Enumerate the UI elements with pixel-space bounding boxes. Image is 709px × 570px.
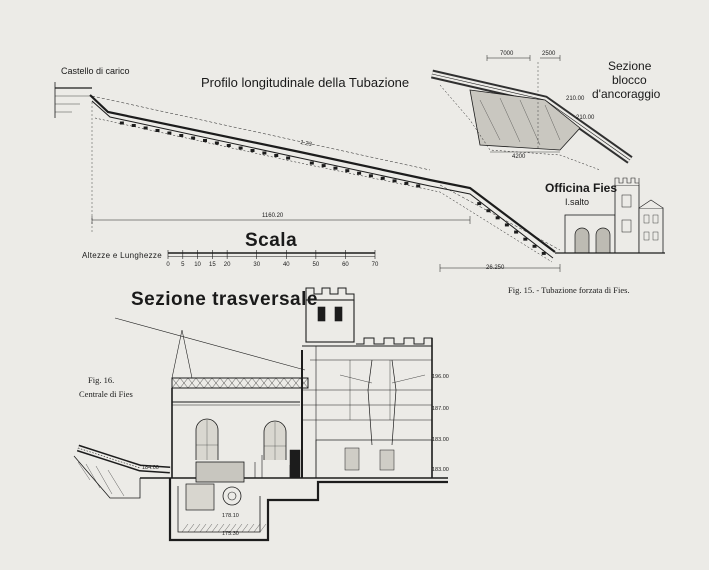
penstock-support bbox=[131, 124, 136, 127]
penstock-support bbox=[274, 154, 279, 157]
penstock-support bbox=[416, 184, 421, 188]
scale-tick-label: 30 bbox=[253, 262, 261, 268]
profile-dim-length: 1160.20 bbox=[262, 213, 284, 219]
elevation-label: 187.00 bbox=[432, 406, 449, 412]
cross-section bbox=[73, 287, 448, 542]
anchor-dim-4: 210.00 bbox=[566, 96, 585, 102]
transformer-room bbox=[315, 439, 433, 479]
generator-wheel bbox=[222, 486, 242, 506]
penstock-support bbox=[523, 237, 528, 241]
crane-truss bbox=[171, 377, 309, 389]
penstock-support bbox=[392, 179, 397, 183]
penstock-support bbox=[309, 161, 314, 165]
elevation-label: 196.00 bbox=[432, 374, 449, 380]
anchor-title-3: d'ancoraggio bbox=[592, 87, 661, 101]
anchor-block-section bbox=[430, 55, 633, 171]
penstock-support bbox=[404, 181, 409, 185]
penstock-support bbox=[262, 151, 267, 155]
penstock-support bbox=[286, 156, 291, 160]
fig16-caption-1: Fig. 16. bbox=[88, 375, 115, 385]
tower-body bbox=[305, 299, 355, 343]
penstock-support bbox=[214, 141, 219, 145]
elevation-label: 184.00 bbox=[142, 465, 159, 471]
penstock-support bbox=[333, 166, 338, 170]
anchor-dim-1: 7000 bbox=[500, 51, 514, 57]
plant-title-2: I.salto bbox=[565, 197, 590, 207]
elevation-label: 183.00 bbox=[432, 437, 449, 443]
penstock-support bbox=[486, 209, 491, 213]
penstock-upper bbox=[89, 94, 556, 253]
scale-tick-label: 15 bbox=[209, 262, 216, 268]
scale-tick-label: 0 bbox=[166, 262, 170, 268]
penstock-support bbox=[238, 146, 243, 150]
crane-stay-cable bbox=[114, 317, 306, 371]
scale-tick-label: 10 bbox=[194, 262, 201, 268]
penstock-support bbox=[514, 230, 519, 234]
inlet-rock bbox=[73, 455, 141, 499]
penstock-support bbox=[143, 126, 148, 130]
penstock-support bbox=[541, 251, 546, 255]
crane-mast bbox=[171, 329, 193, 379]
plant-elevation bbox=[555, 177, 665, 254]
penstock-support bbox=[495, 216, 500, 220]
scale-tick-label: 50 bbox=[312, 262, 320, 268]
ventilation-shaft bbox=[367, 359, 397, 446]
plant-title-1: Officina Fies bbox=[545, 181, 618, 195]
chord-dash-2 bbox=[439, 184, 561, 251]
penstock-support bbox=[357, 171, 362, 175]
penstock-support bbox=[504, 223, 509, 227]
penstock-support bbox=[477, 202, 482, 206]
elevation-label: 175.30 bbox=[222, 531, 239, 537]
anchor-title-2: blocco bbox=[612, 73, 647, 87]
anchor-dim-2: 2500 bbox=[542, 51, 556, 57]
chord-dash-1 bbox=[91, 95, 431, 171]
ground-profile bbox=[94, 117, 553, 263]
tailrace-pit bbox=[177, 486, 261, 533]
penstock-support bbox=[380, 176, 385, 180]
penstock-support bbox=[155, 129, 160, 132]
longitudinal-profile bbox=[54, 82, 561, 272]
penstock-support bbox=[532, 244, 537, 248]
profile-title: Profilo longitudinale della Tubazione bbox=[201, 75, 410, 90]
plant-dim: 26.250 bbox=[486, 265, 505, 271]
scale-title: Scala bbox=[245, 230, 298, 251]
penstock-support bbox=[191, 136, 196, 140]
fig15-caption: Fig. 15. - Tubazione forzata di Fies. bbox=[508, 285, 630, 295]
anchor-dim-3: 4200 bbox=[512, 154, 526, 160]
penstock-support bbox=[321, 164, 326, 168]
scale-tick-label: 20 bbox=[223, 262, 231, 268]
anchor-dim-5: 210.00 bbox=[576, 115, 595, 121]
scale-tick-label: 60 bbox=[342, 262, 349, 268]
tower-battlements bbox=[305, 287, 355, 300]
foundation-outline bbox=[168, 478, 448, 542]
building-cornice bbox=[302, 337, 433, 347]
penstock-support bbox=[119, 121, 124, 125]
penstock-support bbox=[368, 174, 373, 178]
elevation-label: 178.10 bbox=[222, 513, 239, 519]
fig16-caption-2: Centrale di Fies bbox=[79, 389, 133, 399]
penstock-support bbox=[167, 131, 172, 135]
scale-label: Altezze e Lunghezze bbox=[82, 251, 162, 260]
penstock-lower bbox=[91, 100, 554, 259]
scale-tick-label: 70 bbox=[371, 262, 379, 268]
penstock-support bbox=[179, 134, 184, 137]
penstock-support bbox=[250, 149, 255, 152]
castle-label: Castello di carico bbox=[61, 66, 130, 76]
penstock-supports bbox=[119, 121, 546, 255]
plant-annex bbox=[638, 207, 664, 254]
cross-section-title: Sezione trasversale bbox=[131, 289, 318, 310]
penstock-support bbox=[226, 144, 231, 147]
penstock-support bbox=[203, 139, 207, 142]
penstock-support bbox=[345, 169, 350, 173]
scale-tick-label: 40 bbox=[282, 262, 290, 268]
anchor-title-1: Sezione bbox=[608, 59, 652, 73]
scale-bar bbox=[167, 250, 376, 259]
elevation-label: 183.00 bbox=[432, 467, 449, 473]
scale-tick-label: 5 bbox=[181, 262, 185, 268]
turbine-generator bbox=[195, 461, 245, 483]
anchor-concrete-block bbox=[469, 89, 581, 151]
